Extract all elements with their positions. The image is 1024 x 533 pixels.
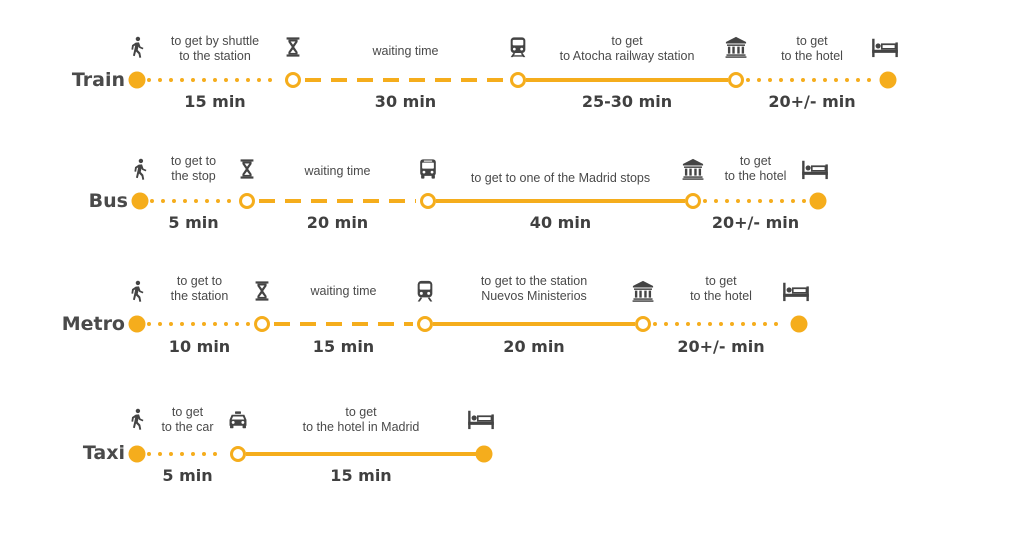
segment-description: to get to the hotel — [690, 274, 752, 303]
segment-description: to get to the station — [170, 274, 229, 303]
stop-marker-start — [131, 192, 149, 210]
bed-hotel-icon — [781, 280, 811, 302]
stop-marker-ring — [285, 72, 301, 88]
segment-duration: 5 min — [162, 466, 213, 485]
bed-hotel-icon — [800, 158, 830, 180]
segment-description: to get to the station Nuevos Ministerios — [480, 274, 588, 303]
segment-description: waiting time — [310, 284, 377, 298]
segment-description: to get to the hotel in Madrid — [302, 405, 420, 434]
stop-marker-ring — [635, 316, 651, 332]
segment-description: to get to Atocha railway station — [559, 34, 695, 63]
walking-person-icon — [126, 280, 148, 302]
landmark-building-icon — [682, 158, 704, 180]
segment-duration: 25-30 min — [581, 92, 673, 111]
stop-marker-ring — [417, 316, 433, 332]
hourglass-icon — [282, 36, 304, 58]
stop-marker-ring — [420, 193, 436, 209]
landmark-building-icon — [632, 280, 654, 302]
train-icon — [507, 36, 529, 58]
segment-description: to get by shuttle to the station — [170, 34, 260, 63]
stop-marker-end — [879, 71, 897, 89]
segment-duration: 40 min — [529, 213, 592, 232]
segment-description: to get to the hotel — [781, 34, 843, 63]
route-label-metro: Metro — [61, 313, 125, 335]
segment-duration: 15 min — [184, 92, 246, 111]
route-label-train: Train — [71, 69, 125, 91]
segment-description: to get to one of the Madrid stops — [470, 171, 651, 185]
segment-duration: 5 min — [168, 213, 219, 232]
stop-marker-ring — [510, 72, 526, 88]
metro-train-icon — [414, 280, 436, 302]
segment-duration: 20+/- min — [677, 337, 765, 356]
stop-marker-start — [128, 445, 146, 463]
bed-hotel-icon — [466, 408, 496, 430]
taxi-car-icon — [227, 408, 249, 430]
stop-marker-ring — [230, 446, 246, 462]
route-label-bus: Bus — [88, 190, 128, 212]
hourglass-icon — [251, 280, 273, 302]
segment-duration: 20+/- min — [711, 213, 800, 232]
stop-marker-ring — [685, 193, 701, 209]
segment-duration: 15 min — [312, 337, 375, 356]
walking-person-icon — [129, 158, 151, 180]
stop-marker-ring — [728, 72, 744, 88]
segment-description: waiting time — [304, 164, 371, 178]
stop-marker-start — [128, 315, 146, 333]
route-label-taxi: Taxi — [82, 442, 125, 464]
bus-icon — [417, 158, 439, 180]
segment-duration: 20 min — [503, 337, 565, 356]
landmark-building-icon — [725, 36, 747, 58]
walking-person-icon — [126, 36, 148, 58]
segment-duration: 20 min — [306, 213, 369, 232]
bed-hotel-icon — [870, 36, 900, 58]
stop-marker-start — [128, 71, 146, 89]
segment-description: to get to the hotel — [724, 154, 787, 183]
segment-duration: 20+/- min — [768, 92, 856, 111]
segment-duration: 10 min — [168, 337, 231, 356]
segment-description: waiting time — [372, 44, 439, 58]
segment-description: to get to the stop — [170, 154, 217, 183]
segment-duration: 15 min — [330, 466, 392, 485]
segment-description: to get to the car — [161, 405, 214, 434]
stop-marker-end — [809, 192, 827, 210]
stop-marker-ring — [254, 316, 270, 332]
stop-marker-ring — [239, 193, 255, 209]
hourglass-icon — [236, 158, 258, 180]
segment-duration: 30 min — [374, 92, 437, 111]
stop-marker-end — [790, 315, 808, 333]
stop-marker-end — [475, 445, 493, 463]
walking-person-icon — [126, 408, 148, 430]
